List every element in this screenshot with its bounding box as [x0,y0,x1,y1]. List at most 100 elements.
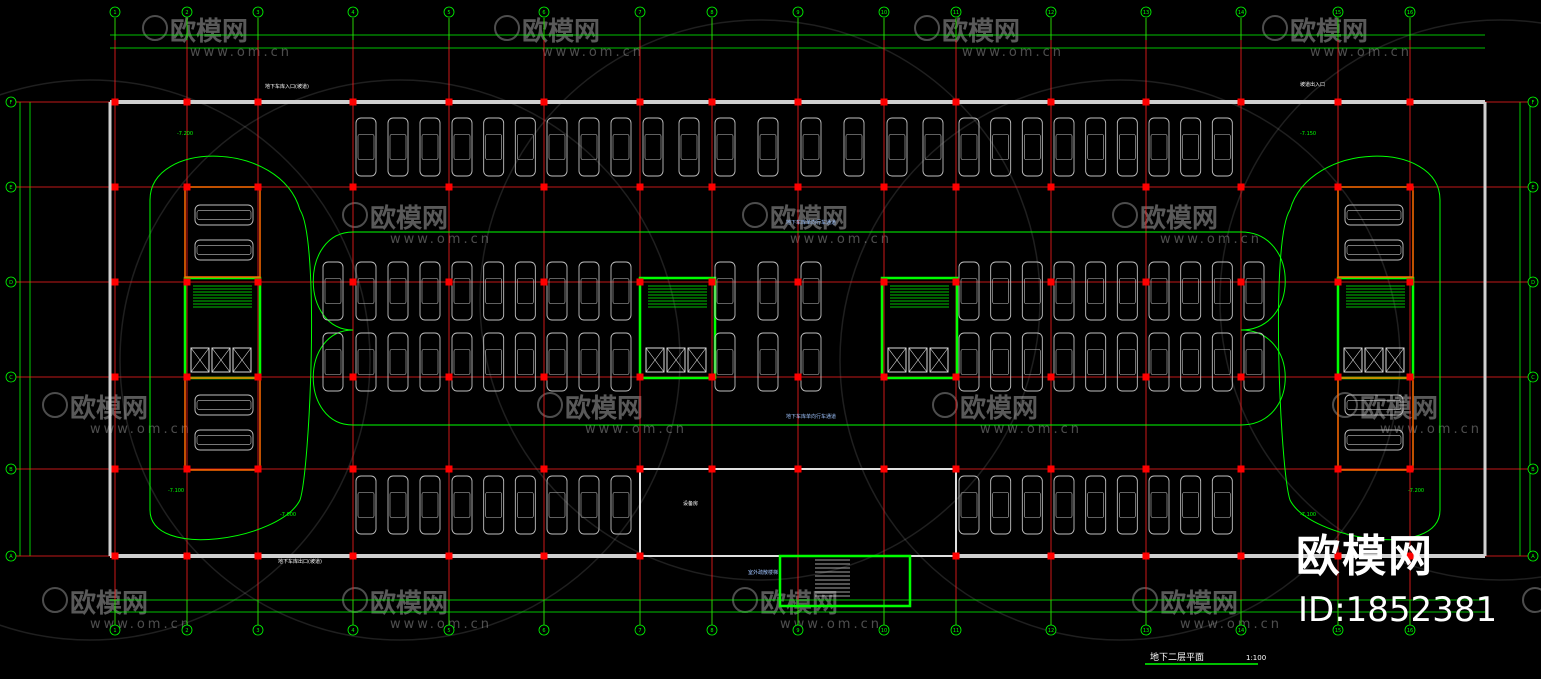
watermark-url: www.om.cn [962,45,1064,60]
parking-car [990,261,1012,321]
watermark-logo-icon [1262,15,1288,41]
watermark-brand: 欧模网 [1160,588,1238,619]
parking-car [1085,475,1107,535]
axis-bottom-12-circle [1045,624,1057,636]
parking-car [1116,261,1138,321]
car-body [194,239,254,261]
structural-column [111,98,119,106]
car-body [194,429,254,451]
structural-column [636,373,644,381]
axis-bottom-16-circle [1404,624,1416,636]
watermark-url: www.om.cn [980,422,1082,437]
car-body [387,117,409,177]
car-body [194,204,254,226]
parking-car [958,332,980,392]
car-body [546,475,568,535]
watermark-id: ID:1852381 [1298,590,1498,630]
axis-left-C-label: C [9,375,13,381]
structural-column [540,465,548,473]
parking-car [958,475,980,535]
parking-car [514,261,536,321]
traffic-line [1240,329,1286,426]
structural-column [1237,98,1245,106]
axis-bottom-2-circle [181,624,193,636]
watermark-url: www.om.cn [1380,422,1482,437]
car-body [483,261,505,321]
walls-layer [108,100,1487,608]
parking-car [387,332,409,392]
watermark-url: www.om.cn [780,617,882,632]
car-body [1344,429,1404,451]
car-body [1085,475,1107,535]
parking-car [194,204,254,226]
structural-column [1334,98,1342,106]
parking-car [1021,261,1043,321]
structural-column [254,373,262,381]
car-roof [324,348,342,376]
car-body [355,117,377,177]
axis-top-2-label: 2 [185,10,188,16]
traffic-line [312,231,354,331]
car-body [483,332,505,392]
watermark-ring [0,79,371,641]
lift-cross [1385,347,1405,373]
car-body [1116,261,1138,321]
car-roof [802,133,820,161]
watermark-brand: 欧模网 [370,203,448,234]
watermark-brand: 欧模网 [1140,203,1218,234]
ramp-room-right-lower [1337,377,1414,471]
structural-column [254,465,262,473]
watermark-logo-icon [494,15,520,41]
axis-right-C-label: C [1531,375,1535,381]
structural-column [254,98,262,106]
structural-column [708,278,716,286]
drawing-scale: 1:100 [1246,654,1266,662]
car-roof [644,133,662,161]
car-body [546,261,568,321]
structural-column [1237,465,1245,473]
axis-bottom-11-circle [950,624,962,636]
car-roof [1087,133,1104,161]
car-roof [1150,133,1168,161]
car-roof [1346,210,1402,220]
axis-left-C-circle [5,371,17,383]
parking-car [1344,394,1404,416]
structural-column [349,278,357,286]
structural-column [111,552,119,560]
structural-column [111,278,119,286]
structural-column [1047,373,1055,381]
axis-top-16-label: 16 [1407,10,1413,16]
axis-left-A-label: A [9,554,13,560]
car-roof [357,348,375,376]
parking-car [1243,261,1265,321]
columns-layer [111,98,1414,560]
axis-top-10-circle [878,6,890,18]
axis-bottom-16-label: 16 [1407,628,1413,634]
watermark-url: www.om.cn [90,422,192,437]
parking-car [387,261,409,321]
axis-bottom-7-circle [634,624,646,636]
parking-car [355,332,377,392]
structural-column [445,278,453,286]
axis-bottom-1-circle [109,624,121,636]
ramp-room-left [184,186,261,278]
car-body [1053,332,1075,392]
structural-column [540,183,548,191]
axis-bottom-4-label: 4 [351,628,354,634]
label-right-ramp: 坡道出入口 [1300,81,1325,88]
axis-top-5-circle [443,6,455,18]
car-roof [992,491,1009,519]
car-body [1148,117,1170,177]
ramp-curve-left [149,155,313,541]
lift-shaft [908,347,928,373]
parking-car [451,332,473,392]
structural-column [183,278,191,286]
car-roof [389,491,407,519]
car-body [800,117,822,177]
lift-cross [666,347,686,373]
structural-column [952,373,960,381]
parking-car [1148,117,1170,177]
watermark-ring [119,79,681,641]
watermark-brand: 欧模网 [522,16,600,47]
car-body [922,117,944,177]
